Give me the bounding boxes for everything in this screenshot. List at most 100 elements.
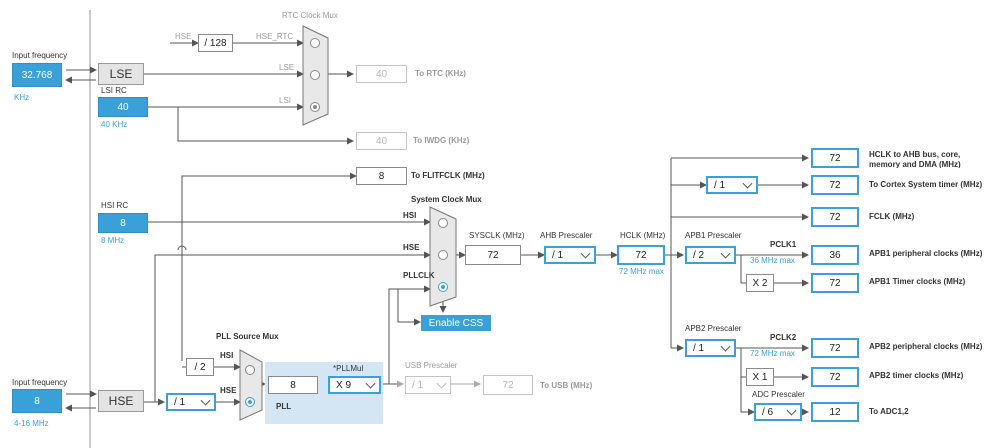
hse-rtc-divider: / 128 bbox=[198, 34, 233, 52]
hse-oscillator-block: HSE bbox=[98, 390, 144, 412]
rtc-lsi-label: LSI bbox=[279, 96, 292, 105]
pclk1-label: PCLK1 bbox=[770, 240, 797, 249]
iwdg-output-value: 40 bbox=[356, 132, 407, 150]
pll-mux-hsi-label: HSI bbox=[220, 351, 234, 360]
enable-css-button[interactable]: Enable CSS bbox=[421, 315, 491, 331]
chevron-down-icon bbox=[720, 248, 731, 259]
apb1-timer-multiplier: X 2 bbox=[746, 274, 774, 292]
sysmux-hsi-radio[interactable] bbox=[438, 218, 448, 228]
pll-source-hse-radio[interactable] bbox=[245, 397, 255, 407]
sysmux-pllclk-label: PLLCLK bbox=[403, 271, 435, 280]
cortex-timer-divider-select[interactable]: / 1 bbox=[706, 176, 758, 194]
apb2-peripheral-label: APB2 peripheral clocks (MHz) bbox=[869, 342, 983, 351]
chevron-down-icon bbox=[786, 405, 797, 416]
apb2-peripheral-output[interactable]: 72 bbox=[811, 338, 859, 358]
hse-range-label: 4-16 MHz bbox=[14, 419, 49, 428]
apb1-timer-label: APB1 Timer clocks (MHz) bbox=[869, 277, 966, 286]
apb1-peripheral-label: APB1 peripheral clocks (MHz) bbox=[869, 249, 983, 258]
rtc-hse-label: HSE bbox=[175, 32, 192, 41]
chevron-down-icon bbox=[720, 341, 731, 352]
chevron-down-icon bbox=[365, 378, 376, 389]
lse-unit-label: KHz bbox=[14, 93, 30, 102]
flitfclk-destination-label: To FLITFCLK (MHz) bbox=[411, 171, 485, 180]
usb-prescaler-value: / 1 bbox=[412, 379, 424, 391]
hclk-ahb-label: HCLK to AHB bus, core, bbox=[869, 150, 961, 159]
apb1-timer-output[interactable]: 72 bbox=[811, 273, 859, 293]
pll-source-mux bbox=[239, 349, 263, 421]
hse-rtc-label: HSE_RTC bbox=[256, 32, 294, 41]
pll-mux-hse-label: HSE bbox=[220, 386, 237, 395]
cortex-timer-divider-value: / 1 bbox=[714, 179, 726, 191]
rtc-mux-lsi-radio[interactable] bbox=[310, 102, 320, 112]
rtc-lse-label: LSE bbox=[279, 63, 295, 72]
usb-prescaler-label: USB Prescaler bbox=[405, 361, 458, 370]
system-clock-mux-title: System Clock Mux bbox=[411, 195, 482, 204]
adc-output[interactable]: 12 bbox=[811, 402, 859, 422]
apb1-prescaler-label: APB1 Prescaler bbox=[685, 231, 742, 240]
lse-oscillator-block: LSE bbox=[98, 63, 144, 85]
lse-input-frequency-label: Input frequency bbox=[12, 51, 68, 60]
rtc-output-value: 40 bbox=[356, 65, 407, 83]
chevron-down-icon bbox=[200, 395, 211, 406]
ahb-prescaler-value: / 1 bbox=[552, 249, 564, 261]
lse-frequency-input[interactable]: 32.768 bbox=[12, 63, 62, 87]
rtc-destination-label: To RTC (KHz) bbox=[415, 69, 466, 78]
lsi-frequency-label: 40 KHz bbox=[101, 120, 128, 129]
hsi-rc-label: HSI RC bbox=[101, 201, 129, 210]
apb2-timer-output[interactable]: 72 bbox=[811, 367, 859, 387]
hclk-max-label: 72 MHz max bbox=[619, 267, 664, 276]
iwdg-destination-label: To IWDG (KHz) bbox=[413, 136, 470, 145]
adc-prescaler-select[interactable]: / 6 bbox=[754, 403, 802, 421]
sysmux-pllclk-radio[interactable] bbox=[438, 282, 448, 292]
pllmul-value: X 9 bbox=[336, 379, 352, 391]
hclk-ahb-output[interactable]: 72 bbox=[811, 148, 859, 168]
lsi-rc-label: LSI RC bbox=[101, 86, 127, 95]
pll-block-label: PLL bbox=[276, 402, 292, 411]
pclk2-label: PCLK2 bbox=[770, 333, 797, 342]
hse-prediv-value: / 1 bbox=[174, 396, 186, 408]
rtc-mux-hse-radio[interactable] bbox=[310, 38, 320, 48]
apb2-prescaler-value: / 1 bbox=[693, 342, 705, 354]
hse-frequency-input[interactable]: 8 bbox=[12, 389, 62, 413]
apb1-max-label: 36 MHz max bbox=[750, 256, 795, 265]
apb2-max-label: 72 MHz max bbox=[750, 349, 795, 358]
apb2-timer-label: APB2 timer clocks (MHz) bbox=[869, 371, 964, 380]
ahb-prescaler-select[interactable]: / 1 bbox=[544, 246, 596, 264]
pll-source-hsi-radio[interactable] bbox=[245, 365, 255, 375]
chevron-down-icon bbox=[436, 378, 447, 389]
pll-input-value: 8 bbox=[268, 376, 318, 394]
usb-destination-label: To USB (MHz) bbox=[540, 381, 593, 390]
apb1-prescaler-select[interactable]: / 2 bbox=[685, 246, 736, 264]
sysclk-label: SYSCLK (MHz) bbox=[469, 231, 525, 240]
lsi-value-box: 40 bbox=[98, 97, 148, 117]
pll-source-mux-title: PLL Source Mux bbox=[216, 332, 279, 341]
pllmul-select[interactable]: X 9 bbox=[328, 376, 381, 394]
hclk-input[interactable]: 72 bbox=[617, 245, 665, 265]
apb2-timer-multiplier: X 1 bbox=[746, 368, 774, 386]
fclk-output[interactable]: 72 bbox=[811, 207, 859, 227]
adc-destination-label: To ADC1,2 bbox=[869, 407, 909, 416]
usb-output-value: 72 bbox=[483, 375, 533, 395]
chevron-down-icon bbox=[580, 248, 591, 259]
rtc-mux-lse-radio[interactable] bbox=[310, 70, 320, 80]
fclk-label: FCLK (MHz) bbox=[869, 212, 915, 221]
apb2-prescaler-label: APB2 Prescaler bbox=[685, 324, 742, 333]
apb1-prescaler-value: / 2 bbox=[693, 249, 705, 261]
apb2-prescaler-select[interactable]: / 1 bbox=[685, 339, 736, 357]
hclk-label: HCLK (MHz) bbox=[620, 231, 666, 240]
hse-prediv-select[interactable]: / 1 bbox=[166, 393, 216, 411]
apb1-peripheral-output[interactable]: 36 bbox=[811, 245, 859, 265]
adc-prescaler-label: ADC Prescaler bbox=[752, 390, 805, 399]
usb-prescaler-select[interactable]: / 1 bbox=[405, 376, 451, 394]
sysmux-hse-label: HSE bbox=[403, 243, 420, 252]
pllmul-title: *PLLMul bbox=[333, 364, 364, 373]
hclk-ahb-label-line2: memory and DMA (MHz) bbox=[869, 161, 961, 168]
sysclk-value: 72 bbox=[465, 245, 521, 265]
cortex-timer-output[interactable]: 72 bbox=[811, 175, 859, 195]
hsi-value-box: 8 bbox=[98, 213, 148, 233]
flitfclk-value: 8 bbox=[356, 167, 407, 185]
hse-input-frequency-label: Input frequency bbox=[12, 378, 68, 387]
sysmux-hse-radio[interactable] bbox=[438, 250, 448, 260]
hsi-frequency-label: 8 MHz bbox=[101, 236, 125, 245]
